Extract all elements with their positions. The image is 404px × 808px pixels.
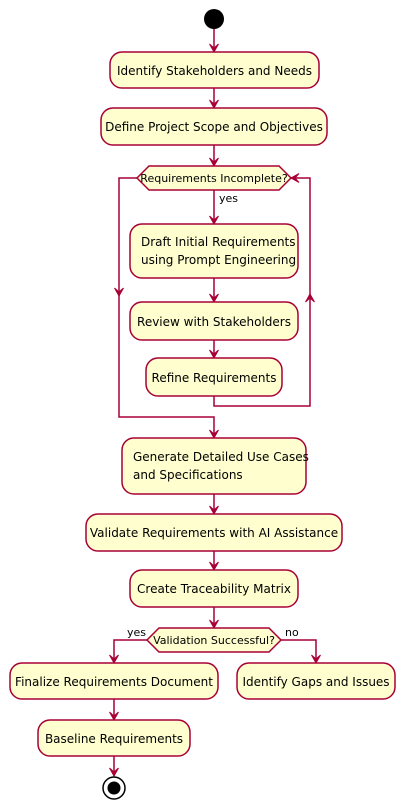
node-validate: Validate Requirements with AI Assistance [85,513,343,552]
node-traceability-label: Create Traceability Matrix [137,582,291,596]
node-identify-label: Identify Stakeholders and Needs [117,64,312,78]
edge-label-loop-yes: yes [219,192,238,205]
node-define-label: Define Project Scope and Objectives [105,120,323,134]
node-refine-label: Refine Requirements [152,371,277,385]
node-draft: Draft Initial Requirements using Prompt … [129,223,299,279]
node-refine: Refine Requirements [145,357,283,397]
edge-label-branch-no: no [285,626,299,639]
node-baseline: Baseline Requirements [37,719,191,757]
decision-incomplete-label: Requirements Incomplete? [140,172,288,185]
decision-successful: Validation Successful? [145,627,283,653]
edge-decision-finalize [113,639,147,663]
node-draft-label-line2: using Prompt Engineering [141,253,296,267]
edge-decision-gaps [281,639,317,663]
edge-loop-exit [118,177,215,438]
node-generate-label-line1: Generate Detailed Use Cases [133,450,309,464]
node-finalize: Finalize Requirements Document [9,662,219,700]
node-review-label: Review with Stakeholders [137,315,291,329]
decision-incomplete: Requirements Incomplete? [135,165,293,191]
node-validate-label: Validate Requirements with AI Assistance [90,526,338,540]
node-identify: Identify Stakeholders and Needs [109,51,320,89]
node-generate: Generate Detailed Use Cases and Specific… [121,437,309,495]
node-gaps: Identify Gaps and Issues [236,662,396,700]
start-node [204,9,224,29]
end-node [102,776,126,800]
node-review: Review with Stakeholders [129,301,299,341]
node-finalize-label: Finalize Requirements Document [15,675,213,689]
node-traceability: Create Traceability Matrix [129,569,299,608]
edge-loop-back [213,177,311,407]
edge-label-branch-yes: yes [127,626,146,639]
node-generate-label-line2: and Specifications [133,468,243,482]
node-draft-label-line1: Draft Initial Requirements [141,235,296,249]
node-baseline-label: Baseline Requirements [45,732,183,746]
decision-successful-label: Validation Successful? [153,634,275,647]
node-gaps-label: Identify Gaps and Issues [242,675,389,689]
node-define: Define Project Scope and Objectives [100,107,328,146]
edges [109,29,321,778]
